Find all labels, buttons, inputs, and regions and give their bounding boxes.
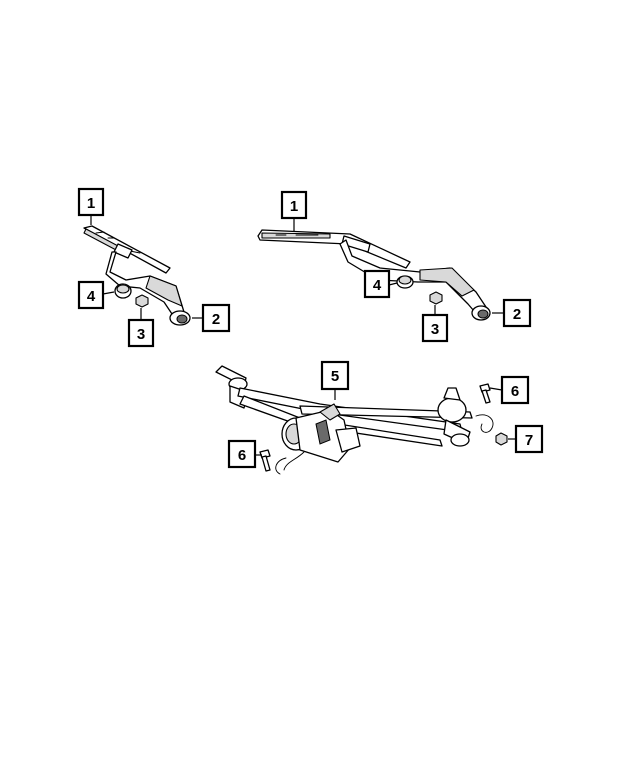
callout-6-right: 6 <box>500 375 530 405</box>
callout-4-left: 4 <box>77 280 105 310</box>
callout-6-left: 6 <box>227 439 257 469</box>
svg-text:1: 1 <box>290 198 298 215</box>
left-nut <box>135 294 149 308</box>
svg-text:3: 3 <box>137 326 145 343</box>
right-wiper-blade <box>257 229 411 269</box>
right-cap <box>396 275 414 289</box>
svg-text:6: 6 <box>238 447 246 464</box>
svg-text:3: 3 <box>431 321 439 338</box>
wiper-linkage <box>215 365 494 447</box>
svg-text:2: 2 <box>513 306 521 323</box>
callout-7: 7 <box>514 424 544 454</box>
svg-text:5: 5 <box>331 368 339 385</box>
svg-text:4: 4 <box>87 288 96 305</box>
small-nut <box>495 432 508 446</box>
left-wiper-arm <box>105 251 191 326</box>
callout-1-left: 1 <box>77 187 105 217</box>
bolt-left <box>259 449 271 472</box>
callout-5: 5 <box>320 360 350 391</box>
svg-text:1: 1 <box>87 195 95 212</box>
callout-2-left: 2 <box>201 303 231 333</box>
svg-text:2: 2 <box>212 311 220 328</box>
svg-text:7: 7 <box>525 432 533 449</box>
leader-lines <box>90 215 516 456</box>
right-nut <box>429 291 443 305</box>
callout-2-right: 2 <box>502 298 532 328</box>
right-wiper-arm <box>339 239 491 321</box>
left-cap <box>114 283 132 299</box>
svg-text:4: 4 <box>373 277 382 294</box>
svg-text:6: 6 <box>511 383 519 400</box>
wiper-motor <box>275 403 361 475</box>
callout-3-left: 3 <box>127 318 155 348</box>
bolt-right <box>479 383 491 404</box>
left-wiper-blade <box>83 225 171 274</box>
callout-1-right: 1 <box>280 190 308 220</box>
callout-4-right: 4 <box>363 269 391 299</box>
callout-3-right: 3 <box>421 313 449 343</box>
